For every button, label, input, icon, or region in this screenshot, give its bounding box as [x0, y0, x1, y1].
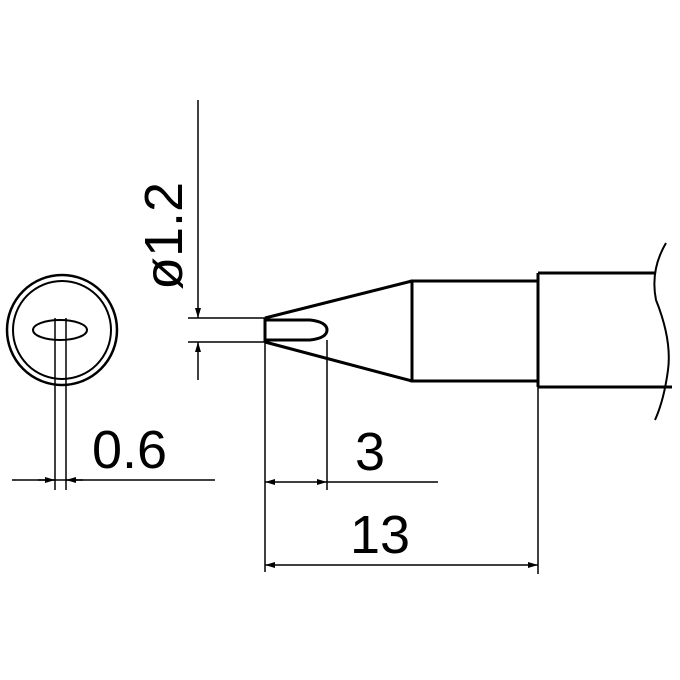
taper-upper [264, 279, 413, 320]
taper-lower [264, 340, 413, 383]
total-length-label: 13 [350, 505, 410, 565]
break-line [653, 242, 670, 421]
bevel-length-label: 3 [355, 422, 385, 482]
end-view-tip-face [32, 319, 88, 341]
bevel-face [265, 318, 329, 342]
bevel-length-dimension [264, 340, 438, 572]
end-view-inner-circle [12, 280, 112, 380]
width-dimension-label: 0.6 [92, 420, 167, 480]
end-view-outer-circle [5, 273, 119, 387]
tip-side-view [263, 242, 672, 421]
shank-section [410, 279, 540, 383]
tip-end-view [5, 273, 215, 490]
total-length-dimension [265, 387, 539, 574]
diameter-dimension-label: ø1.2 [134, 182, 194, 290]
diameter-dimension [188, 100, 265, 380]
